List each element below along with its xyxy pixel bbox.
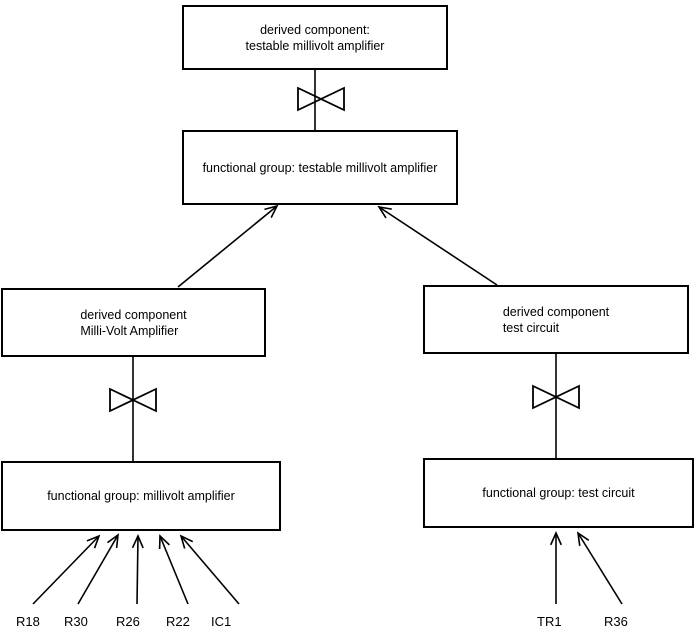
functional-group-test-circuit[interactable]: functional group: test circuit xyxy=(423,458,694,528)
node-label: functional group: testable millivolt amp… xyxy=(202,160,438,175)
leaf-label-r22-arrowhead-icon xyxy=(158,534,170,550)
leaf-label-tr1: TR1 xyxy=(537,614,562,629)
leaf-label-ic1-arrowhead-icon xyxy=(179,534,194,549)
leaf-label-ic1: IC1 xyxy=(211,614,232,629)
leaf-label-r36: R36 xyxy=(604,614,628,629)
derivation-connector-test-circuit-bowtie-icon xyxy=(532,384,580,410)
node-label: functional group: test circuit xyxy=(482,486,635,500)
derivation-connector-testable-amplifier-bowtie-icon xyxy=(297,86,345,112)
derived-component-test-circuit[interactable]: derived component test circuit xyxy=(423,285,689,354)
functional-group-testable-millivolt-amplifier[interactable]: functional group: testable millivolt amp… xyxy=(182,130,458,205)
derived-component-milli-volt-amplifier[interactable]: derived component Milli-Volt Amplifier xyxy=(1,288,266,357)
leaf-label-r30-arrowhead-icon xyxy=(106,533,119,549)
leaf-label-r36-arrowhead-icon xyxy=(576,531,590,546)
arrow-milli-volt-amplifier-to-testable-group-line xyxy=(177,205,278,288)
node-label: derived component test circuit xyxy=(502,304,610,335)
leaf-label-r22: R22 xyxy=(166,614,190,629)
leaf-label-r30-line xyxy=(77,534,119,605)
leaf-label-ic1-line xyxy=(180,535,240,605)
leaf-label-r18-arrowhead-icon xyxy=(86,534,101,549)
leaf-label-r36-line xyxy=(577,532,623,605)
leaf-label-tr1-arrowhead-icon xyxy=(549,531,563,546)
node-label: derived component Milli-Volt Amplifier xyxy=(80,307,187,338)
arrow-test-circuit-to-testable-group-line xyxy=(378,206,498,286)
derivation-connector-milli-volt-amplifier-bowtie-icon xyxy=(109,387,157,413)
functional-group-millivolt-amplifier[interactable]: functional group: millivolt amplifier xyxy=(1,461,281,531)
leaf-label-r26-line xyxy=(136,535,139,605)
leaf-label-r26: R26 xyxy=(116,614,140,629)
derived-component-testable-millivolt-amplifier[interactable]: derived component: testable millivolt am… xyxy=(182,5,448,70)
arrow-milli-volt-amplifier-to-testable-group-arrowhead-icon xyxy=(264,204,279,218)
arrow-test-circuit-to-testable-group-arrowhead-icon xyxy=(377,205,392,219)
node-label: functional group: millivolt amplifier xyxy=(47,489,235,503)
leaf-label-r18: R18 xyxy=(16,614,40,629)
node-label: derived component: testable millivolt am… xyxy=(245,22,385,53)
leaf-label-r26-arrowhead-icon xyxy=(131,534,144,549)
leaf-label-r18-line xyxy=(32,535,100,605)
leaf-label-r22-line xyxy=(159,535,189,605)
leaf-label-r30: R30 xyxy=(64,614,88,629)
